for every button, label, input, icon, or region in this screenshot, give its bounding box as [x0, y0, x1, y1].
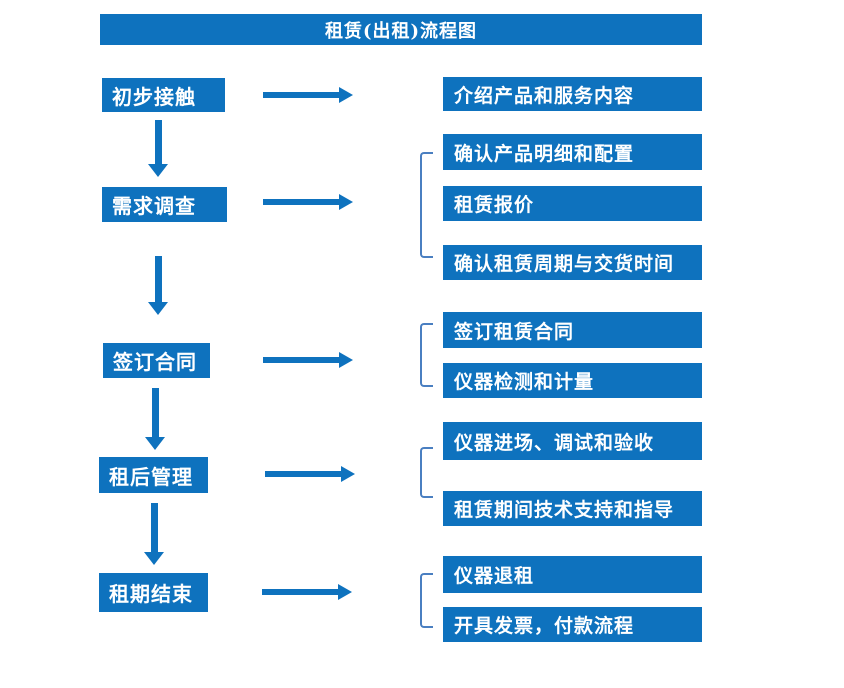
- step-box-2: 需求调查: [102, 187, 227, 222]
- arrow-down-2: [148, 256, 169, 315]
- arrow-head-icon: [339, 194, 353, 210]
- arrow-shaft: [152, 388, 159, 439]
- detail-box-2-2: 租赁报价: [443, 186, 702, 221]
- arrow-shaft: [151, 503, 158, 554]
- arrow-head-icon: [339, 352, 353, 368]
- arrow-shaft: [263, 357, 339, 363]
- arrow-shaft: [155, 256, 162, 304]
- arrow-down-3: [145, 388, 166, 450]
- step-box-3: 签订合同: [103, 343, 210, 378]
- step-box-5: 租期结束: [99, 573, 208, 612]
- detail-box-4-1: 仪器进场、调试和验收: [443, 422, 702, 460]
- arrow-shaft: [155, 120, 162, 166]
- arrow-shaft: [263, 199, 339, 205]
- arrow-head-icon: [148, 302, 168, 315]
- arrow-head-icon: [339, 87, 353, 103]
- arrow-head-icon: [341, 466, 355, 482]
- detail-box-5-1: 仪器退租: [443, 556, 702, 593]
- detail-box-4-2: 租赁期间技术支持和指导: [443, 491, 702, 526]
- arrow-shaft: [265, 471, 341, 477]
- step-box-1: 初步接触: [102, 78, 225, 112]
- arrow-down-4: [144, 503, 165, 565]
- arrow-down-1: [148, 120, 169, 177]
- detail-box-2-3: 确认租赁周期与交货时间: [443, 245, 702, 280]
- detail-box-5-2: 开具发票，付款流程: [443, 607, 702, 642]
- bracket-group-2: [420, 152, 433, 258]
- diagram-title: 租赁(出租)流程图: [100, 14, 702, 45]
- arrow-head-icon: [338, 584, 352, 600]
- detail-box-3-1: 签订租赁合同: [443, 312, 702, 348]
- arrow-shaft: [263, 92, 339, 98]
- arrow-head-icon: [145, 437, 165, 450]
- bracket-group-5: [420, 573, 433, 628]
- bracket-group-4: [420, 447, 433, 498]
- detail-box-1-1: 介绍产品和服务内容: [443, 77, 702, 111]
- arrow-head-icon: [148, 164, 168, 177]
- arrow-shaft: [262, 589, 338, 595]
- step-box-4: 租后管理: [99, 457, 208, 493]
- detail-box-3-2: 仪器检测和计量: [443, 363, 702, 398]
- detail-box-2-1: 确认产品明细和配置: [443, 134, 702, 170]
- bracket-group-3: [420, 323, 433, 387]
- arrow-head-icon: [144, 552, 164, 565]
